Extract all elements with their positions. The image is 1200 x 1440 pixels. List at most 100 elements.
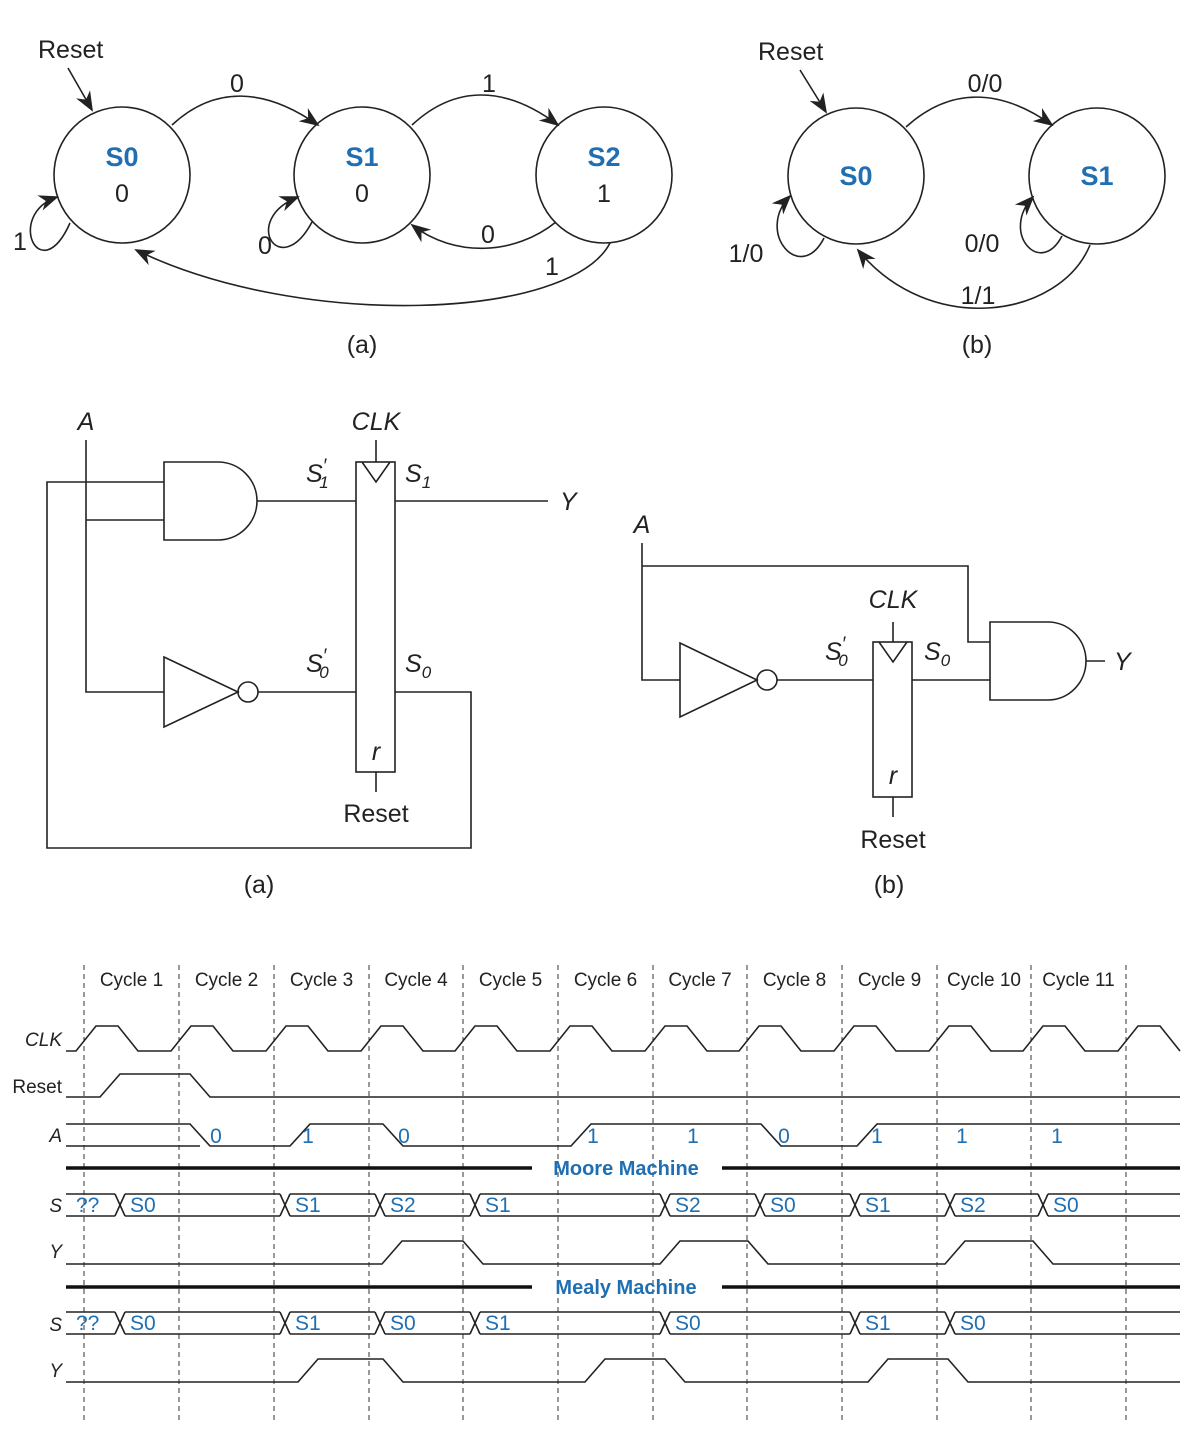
fsm-b-arc-s1-s0-label: 1/1	[961, 282, 996, 310]
moore-bus-state-label-7: S1	[865, 1194, 891, 1217]
reset-signal-label: Reset	[12, 1077, 62, 1098]
circuit-a-wire-feedback	[46, 481, 472, 849]
fsm-a-arc-s1-s2-label: 1	[482, 70, 496, 98]
circuit-a-y-label: Y	[560, 488, 579, 516]
fsm-a-state-s0-output: 0	[115, 180, 129, 208]
a-value-label-8: 1	[1051, 1125, 1063, 1148]
fsm-b-state-s0	[787, 107, 925, 245]
circuit-a-wire-a-to-not	[85, 440, 164, 693]
mealy-bus-state-label-1: S0	[130, 1312, 156, 1335]
moore-s-signal-label: S	[49, 1196, 62, 1217]
circuit-b-wire-a-to-not	[641, 543, 680, 681]
circuit-b-clk-label: CLK	[869, 586, 919, 614]
circuit-b-s0-next-label: S′0	[825, 634, 848, 670]
mealy-bus-state-label-3: S0	[390, 1312, 416, 1335]
fsm-a-state-s2	[535, 106, 673, 244]
mealy-bus-cross-b-4	[659, 1311, 671, 1335]
moore-bus-cross-b-8	[1037, 1193, 1049, 1217]
fsm-a-state-s0	[53, 106, 191, 244]
moore-bus-state-label-6: S0	[770, 1194, 796, 1217]
a-signal-label: A	[48, 1126, 62, 1147]
circuit-b-not-bubble	[756, 669, 778, 691]
a-value-label-2: 0	[398, 1125, 410, 1148]
fsm-a-arc-s2-s0	[134, 242, 611, 307]
moore-bus-cross-b-5	[754, 1193, 766, 1217]
mealy-bus-state-label-2: S1	[295, 1312, 321, 1335]
fsm-b-state-s0-name: S0	[839, 161, 872, 191]
fsm-b-reset-arrow	[799, 69, 828, 114]
circuit-a-s1-next-label: S′1	[306, 456, 329, 492]
circuit-b-caption: (b)	[874, 871, 905, 899]
moore-bus-cross-b-6	[849, 1193, 861, 1217]
mealy-y-signal-label: Y	[49, 1361, 63, 1382]
cycle-label-11: Cycle 11	[1042, 970, 1115, 991]
fsm-b-arc-s0-s1	[905, 96, 1054, 128]
fsm-a-arc-s2-s1	[410, 221, 557, 250]
fsm-a-diagram: Reset S0 0 S1 0 S2 1 0 1 1 0 0 1 (a)	[13, 36, 673, 359]
circuit-a-input-a-label: A	[76, 408, 95, 436]
fsm-a-state-s1	[293, 106, 431, 244]
a-value-label-1: 1	[302, 1125, 314, 1148]
circuit-b-r-label: r	[889, 762, 899, 790]
moore-bus-cross-b-2	[374, 1193, 386, 1217]
circuit-a-and-gate	[163, 461, 258, 541]
reset-waveform	[66, 1073, 1180, 1098]
clk-signal-label: CLK	[25, 1030, 63, 1051]
a-value-label-4: 1	[687, 1125, 699, 1148]
circuit-a-s0-next-label: S′0	[306, 646, 329, 682]
cycle-label-4: Cycle 4	[384, 970, 448, 991]
a-value-label-5: 0	[778, 1125, 790, 1148]
mealy-machine-title: Mealy Machine	[555, 1277, 696, 1299]
circuit-a-register	[355, 461, 396, 773]
circuit-a: A CLK Y r Reset S′1 S1 S′0 S0 (a)	[46, 408, 579, 899]
circuit-a-r-label: r	[372, 738, 382, 766]
mealy-bus-cross-b-3	[469, 1311, 481, 1335]
circuit-b-reset-label: Reset	[860, 826, 925, 854]
mealy-s-signal-label: S	[49, 1315, 62, 1336]
moore-y-waveform	[66, 1240, 1180, 1265]
fsm-a-arc-s0-s1	[171, 95, 320, 127]
mealy-bus-state-label-4: S1	[485, 1312, 511, 1335]
cycle-label-6: Cycle 6	[574, 970, 637, 991]
circuit-b-wire-a-to-and	[642, 565, 990, 643]
moore-bus-state-label-1: S0	[130, 1194, 156, 1217]
fsm-b-state-s1-name: S1	[1080, 161, 1113, 191]
cycle-label-3: Cycle 3	[290, 970, 353, 991]
cycle-label-5: Cycle 5	[479, 970, 542, 991]
cycle-label-2: Cycle 2	[195, 970, 258, 991]
fsm-b-diagram: Reset S0 S1 0/0 1/0 0/0 1/1 (b)	[729, 38, 1166, 359]
circuit-a-clk-label: CLK	[352, 408, 402, 436]
fsm-a-arc-s2-s1-label: 0	[481, 221, 495, 249]
fsm-a-arc-s0-s1-label: 0	[230, 70, 244, 98]
circuit-a-not-bubble	[237, 681, 259, 703]
moore-bus-state-label-8: S2	[960, 1194, 986, 1217]
fsm-b-arc-s0-self-label: 1/0	[729, 240, 764, 268]
fsm-a-state-s1-name: S1	[345, 142, 378, 172]
circuit-a-s1-label: S1	[405, 460, 431, 492]
fsm-a-reset-label: Reset	[38, 36, 103, 64]
a-waveform	[66, 1123, 1180, 1147]
fsm-a-arc-s1-self	[267, 196, 313, 249]
circuit-a-s0-label: S0	[405, 650, 432, 682]
fsm-b-reset-label: Reset	[758, 38, 823, 66]
fsm-a-arc-s2-s0-label: 1	[545, 253, 559, 281]
cycle-label-10: Cycle 10	[947, 970, 1021, 991]
mealy-bus-cross-b-1	[279, 1311, 291, 1335]
mealy-bus-cross-b-6	[944, 1311, 956, 1335]
moore-bus-cross-b-0	[114, 1193, 126, 1217]
moore-bus-cross-b-1	[279, 1193, 291, 1217]
mealy-bus-cross-b-2	[374, 1311, 386, 1335]
fsm-b-caption: (b)	[962, 331, 993, 359]
circuit-a-reset-label: Reset	[343, 800, 408, 828]
moore-machine-title: Moore Machine	[553, 1158, 699, 1180]
fsm-a-arc-s1-s2	[411, 94, 560, 127]
moore-bus-state-label-2: S1	[295, 1194, 321, 1217]
fsm-b-arc-s0-self	[771, 194, 825, 258]
cycle-boundaries	[83, 965, 1127, 1420]
mealy-bus-state-label-6: S1	[865, 1312, 891, 1335]
a-value-label-7: 1	[956, 1125, 968, 1148]
